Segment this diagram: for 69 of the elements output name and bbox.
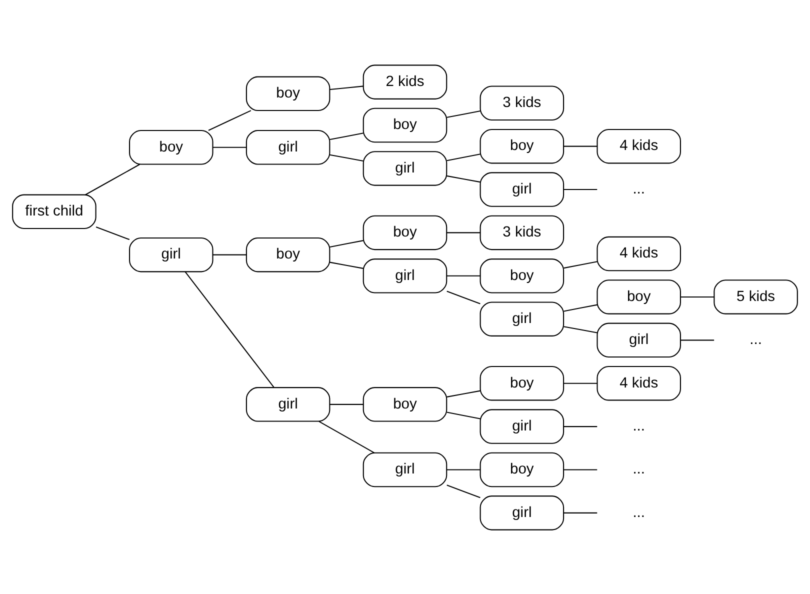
node-box: 4 kids (596, 365, 681, 400)
connector (446, 110, 480, 118)
node-box: 3 kids (480, 214, 564, 250)
connector (208, 110, 252, 130)
connector (680, 339, 714, 340)
connector (446, 274, 480, 276)
connector (564, 468, 598, 470)
node-box: girl (480, 495, 564, 530)
connector (330, 240, 364, 247)
connector (330, 132, 364, 140)
node-box: girl (362, 452, 448, 487)
node-box: girl (129, 236, 214, 272)
node-box: girl (480, 408, 564, 444)
connector (318, 420, 374, 453)
connector (564, 145, 598, 146)
connector (564, 426, 598, 427)
node-box: girl (246, 130, 330, 164)
node-box: boy (480, 258, 564, 293)
node-box: 3 kids (480, 85, 564, 120)
node-text: ... (632, 418, 646, 434)
connector (564, 304, 598, 312)
connector (213, 254, 246, 255)
node-box: boy (362, 386, 448, 422)
node-box: boy (480, 128, 564, 164)
node-box: boy (596, 279, 681, 314)
node-box: girl (362, 258, 448, 293)
connector (564, 326, 598, 333)
node-box: 5 kids (714, 279, 798, 314)
node-box: 2 kids (362, 64, 448, 99)
connector (446, 232, 480, 233)
node-box: boy (362, 214, 448, 250)
node-box: boy (129, 130, 214, 164)
connector (446, 174, 480, 182)
node-box: boy (246, 236, 330, 272)
node-box: first child (12, 194, 96, 229)
node-text: ... (632, 504, 646, 520)
connector (564, 260, 598, 268)
connector (330, 261, 364, 268)
node-box: boy (362, 107, 448, 142)
node-box: 4 kids (596, 236, 681, 271)
node-text: ... (632, 180, 646, 197)
connector (446, 484, 480, 498)
node-box: 4 kids (596, 128, 681, 164)
node-text: ... (632, 461, 646, 478)
connector (446, 411, 480, 419)
connector (446, 153, 480, 161)
connector (564, 188, 598, 190)
connector (564, 382, 598, 384)
connector (446, 290, 480, 304)
node-box: boy (480, 365, 564, 400)
connector (330, 85, 364, 90)
node-box: boy (480, 452, 564, 487)
connector (680, 296, 714, 297)
connector (446, 390, 480, 397)
node-box: girl (362, 150, 448, 186)
connector (85, 163, 140, 195)
connector (330, 403, 364, 404)
node-text: ... (750, 332, 762, 348)
connector (213, 146, 246, 148)
connector (184, 270, 274, 388)
node-box: girl (246, 386, 330, 422)
connector (330, 154, 364, 162)
node-box: girl (596, 322, 681, 358)
connector (564, 512, 598, 513)
node-box: girl (480, 301, 564, 336)
node-box: boy (246, 76, 330, 111)
connector (446, 468, 480, 470)
node-box: girl (480, 172, 564, 206)
connector (96, 226, 130, 240)
